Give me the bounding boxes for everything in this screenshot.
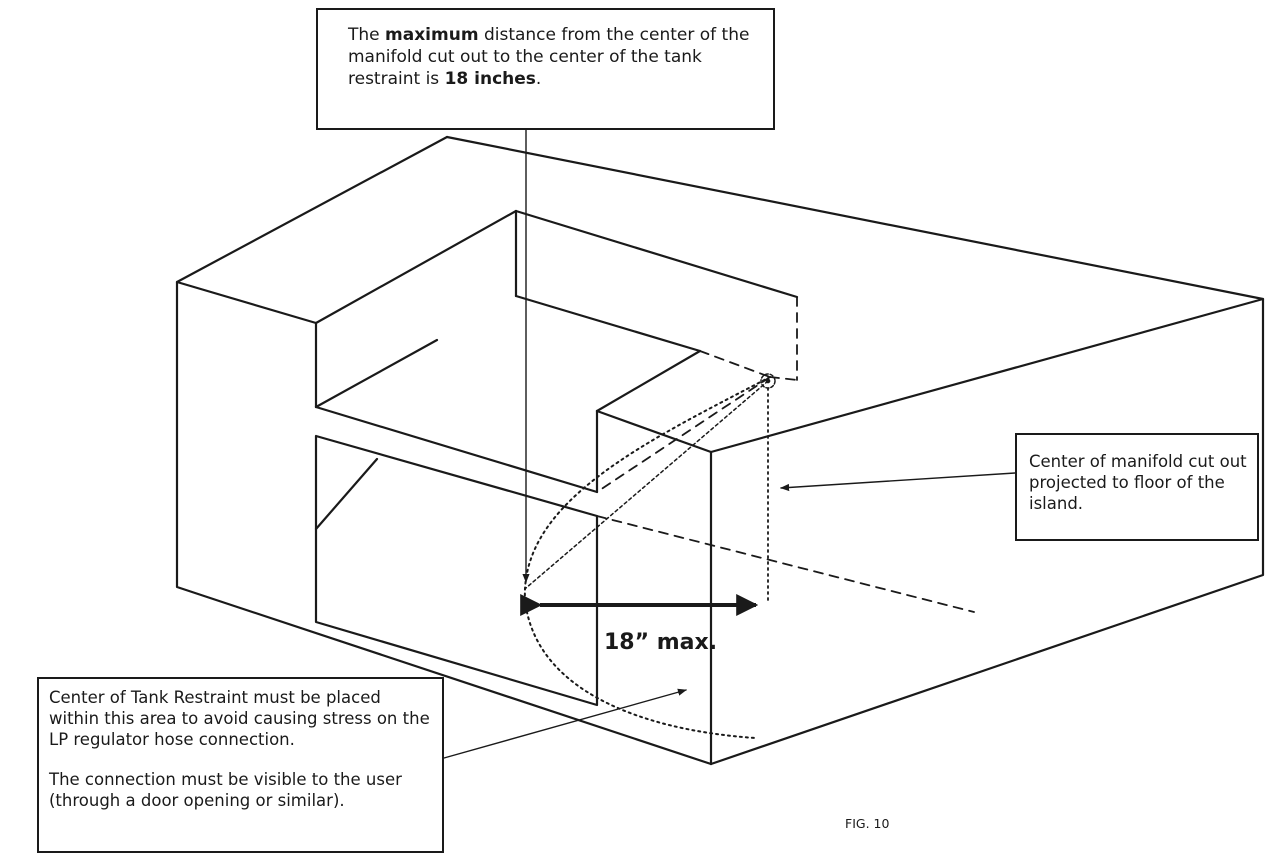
hidden-edges xyxy=(596,296,975,613)
door-opening xyxy=(314,434,599,707)
manifold-projection-callout: Center of manifold cut out projected to … xyxy=(1015,433,1259,541)
grill-cutout xyxy=(175,209,799,494)
tank-restraint-text: Center of Tank Restraint must be placed … xyxy=(49,688,430,749)
figure-label: FIG. 10 xyxy=(845,816,890,831)
dimension-label: 18” max. xyxy=(604,630,718,655)
connection-visibility-text: The connection must be visible to the us… xyxy=(49,770,402,810)
right-callout-leader xyxy=(780,472,1016,492)
distance-emphasis: 18 inches xyxy=(444,69,536,89)
tank-restraint-callout: Center of Tank Restraint must be placed … xyxy=(37,677,444,853)
max-distance-callout: The maximum distance from the center of … xyxy=(316,8,775,130)
max-distance-text: The maximum distance from the center of … xyxy=(348,25,750,89)
left-callout-leader xyxy=(443,688,687,759)
manifold-projection-text: Center of manifold cut out projected to … xyxy=(1029,452,1247,513)
maximum-emphasis: maximum xyxy=(385,25,479,45)
